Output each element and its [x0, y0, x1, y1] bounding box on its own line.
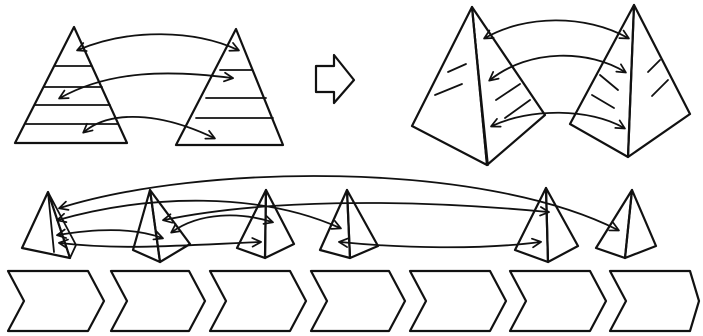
chevron-5 [410, 271, 506, 331]
folded-pyramid-left [412, 7, 545, 165]
small-pyramid-5 [515, 188, 578, 262]
flat-triangle-link-arrows [60, 34, 238, 138]
chevron-7 [610, 271, 699, 331]
chevron-4 [311, 271, 405, 331]
flat-triangle-left [15, 27, 127, 143]
chevron-row [8, 271, 699, 331]
folded-pyramid-right [570, 5, 690, 157]
small-pyramid-1 [22, 192, 76, 258]
hollow-right-arrow-icon [316, 55, 354, 103]
small-pyramid-3 [237, 190, 294, 258]
chevron-1 [8, 271, 104, 331]
chevron-3 [210, 271, 306, 331]
folded-pyramid-link-arrows [485, 20, 628, 128]
chevron-2 [111, 271, 205, 331]
chevron-6 [510, 271, 606, 331]
